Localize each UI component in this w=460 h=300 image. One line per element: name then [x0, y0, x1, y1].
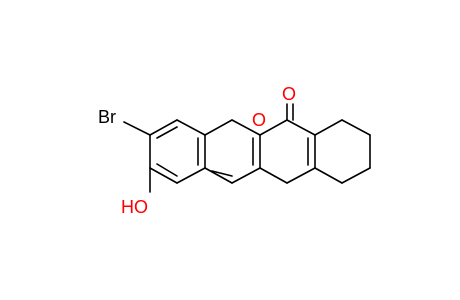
hydroxyl-label: HO: [121, 197, 148, 217]
carbonyl-oxygen-label: O: [282, 84, 296, 104]
ring-c-bonds: [259, 119, 316, 184]
ring-b-bonds: [204, 119, 261, 184]
bond: [176, 119, 206, 136]
bond: [314, 119, 343, 136]
double-bond-inner: [156, 163, 178, 177]
bond: [176, 167, 206, 184]
double-bond-inner: [156, 126, 178, 139]
bond: [286, 167, 316, 184]
bond: [204, 119, 233, 136]
bromine-label: Br: [98, 107, 116, 127]
bond: [259, 167, 288, 184]
bond: [314, 167, 343, 184]
ring-d-bonds: [314, 119, 371, 184]
double-bond-inner: [211, 170, 233, 177]
bond: [341, 119, 371, 136]
substituent-bonds: [123, 103, 294, 193]
bond: [259, 119, 288, 136]
bond: [341, 167, 371, 184]
bond: [286, 119, 316, 136]
bond: [204, 167, 233, 184]
ring-a-bonds: [149, 119, 206, 184]
bond: [231, 119, 261, 136]
bond-to-br: [123, 121, 151, 136]
bond: [231, 167, 261, 184]
ring-oxygen-label: O: [252, 110, 266, 130]
bond: [149, 167, 178, 184]
bond: [149, 119, 178, 136]
